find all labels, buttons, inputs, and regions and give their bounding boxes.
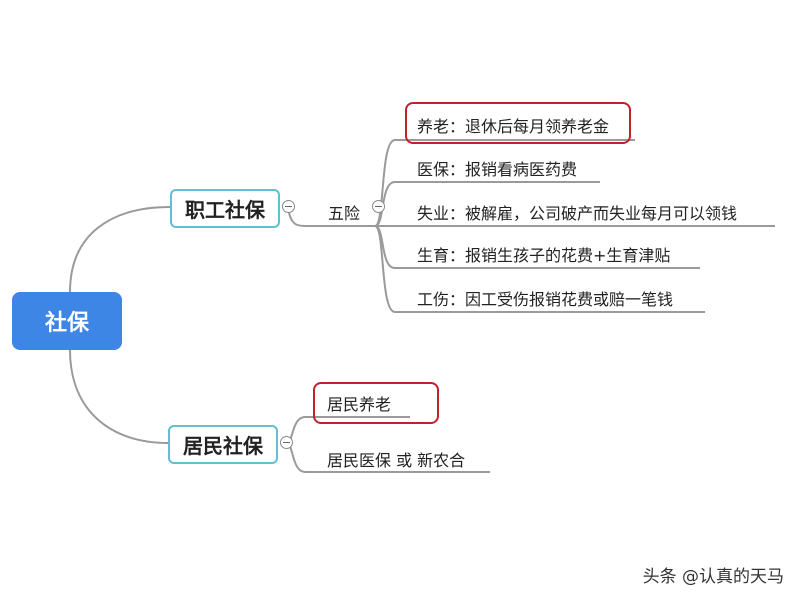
node-employee-insurance[interactable]: 职工社保 bbox=[170, 189, 280, 228]
leaf-unemployment[interactable]: 失业：被解雇，公司破产而失业每月可以领钱 bbox=[417, 204, 738, 223]
leaf-maternity[interactable]: 生育：报销生孩子的花费+生育津贴 bbox=[417, 246, 671, 265]
node-five-insurances[interactable]: 五险 bbox=[328, 204, 361, 223]
watermark: 头条 @认真的天马 bbox=[642, 567, 784, 587]
collapse-icon[interactable] bbox=[282, 200, 295, 213]
leaf-injury[interactable]: 工伤：因工受伤报销花费或赔一笔钱 bbox=[417, 290, 674, 309]
leaf-resident-pension[interactable]: 居民养老 bbox=[327, 395, 392, 414]
root-label: 社保 bbox=[44, 311, 89, 336]
node-resident-insurance[interactable]: 居民社保 bbox=[168, 425, 278, 464]
collapse-icon[interactable] bbox=[280, 436, 293, 449]
highlight-box bbox=[313, 382, 439, 424]
highlight-box bbox=[405, 102, 631, 144]
node-label: 职工社保 bbox=[185, 198, 265, 222]
leaf-medical[interactable]: 医保：报销看病医药费 bbox=[417, 160, 578, 179]
leaf-pension[interactable]: 养老：退休后每月领养老金 bbox=[417, 117, 610, 136]
collapse-icon[interactable] bbox=[372, 200, 385, 213]
root-node[interactable]: 社保 bbox=[12, 292, 122, 350]
node-label: 居民社保 bbox=[183, 434, 263, 458]
leaf-resident-medical[interactable]: 居民医保 或 新农合 bbox=[327, 451, 466, 470]
